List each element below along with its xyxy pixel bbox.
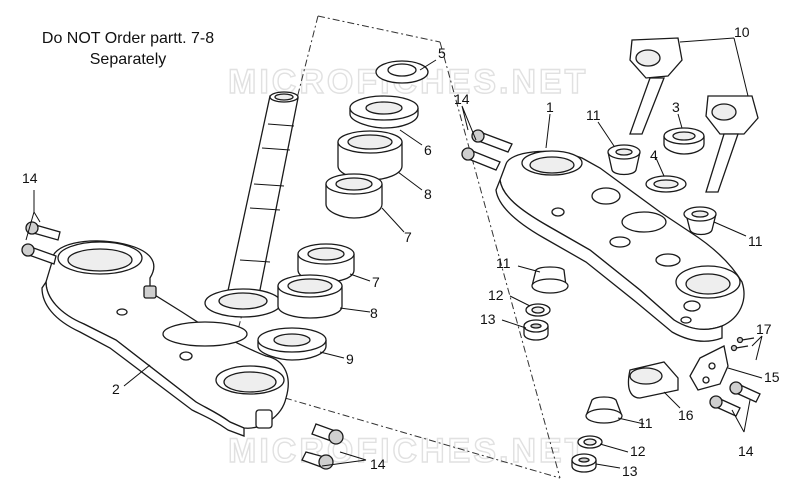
callout-11-top: 11 [586, 107, 601, 123]
callout-15: 15 [764, 369, 780, 385]
callout-14-upper: 14 [454, 91, 470, 107]
bolt-pair-left [21, 221, 61, 265]
bolt-pair-upper [461, 129, 513, 171]
handlebar-riser-lower [705, 95, 759, 193]
order-note-line2: Separately [89, 51, 167, 68]
nut-13-bottom [571, 453, 597, 473]
watermark-bottom: MICROFICHES.NET [228, 432, 588, 470]
callout-13-bottom: 13 [622, 463, 638, 479]
callout-12-bottom: 12 [630, 443, 646, 459]
callout-8-lower: 8 [370, 305, 378, 321]
ring-4 [645, 175, 687, 193]
callout-2: 2 [112, 381, 120, 397]
callout-17: 17 [756, 321, 772, 337]
rubber-mount-11-top [607, 144, 641, 176]
callout-7-lower: 7 [372, 274, 380, 290]
callout-11-right: 11 [748, 233, 763, 249]
bolt-pair-lower-right [709, 381, 761, 417]
seal-7-lower [297, 243, 355, 283]
plate-15 [689, 345, 729, 391]
callout-14-lower-right: 14 [738, 443, 754, 459]
callout-9: 9 [346, 351, 354, 367]
rubber-mount-11-mid [531, 266, 569, 294]
callout-14-bottom: 14 [370, 456, 386, 472]
washer-12-mid [525, 303, 551, 317]
assembly-line-top [317, 15, 441, 43]
nut-13-mid [523, 319, 549, 341]
callout-1: 1 [546, 99, 554, 115]
washer-12-bottom [577, 435, 603, 449]
callout-13-mid: 13 [480, 311, 496, 327]
callout-7-upper: 7 [404, 229, 412, 245]
callout-4: 4 [650, 147, 658, 163]
handlebar-riser-upper [629, 37, 683, 135]
washer-9 [257, 327, 327, 361]
upper-triple-clamp [495, 150, 745, 343]
callout-12-mid: 12 [488, 287, 504, 303]
screw-pair-17 [730, 336, 755, 352]
rubber-mount-11-right [683, 206, 717, 236]
callout-14-left: 14 [22, 170, 38, 186]
callout-11-bottom: 11 [638, 415, 653, 431]
callout-10: 10 [734, 24, 750, 40]
assembly-line-bottom [284, 397, 561, 479]
nut-5 [375, 60, 429, 84]
callout-5: 5 [438, 45, 446, 61]
order-note-line1: Do NOT Order partt. 7-8 [41, 30, 215, 47]
seal-7-upper [325, 173, 383, 219]
order-note: Do NOT Order partt. 7-8 Separately [0, 28, 256, 70]
leader-lines [25, 37, 763, 469]
washer-6 [349, 95, 419, 129]
steering-stem [162, 91, 299, 347]
callout-11-mid: 11 [496, 255, 511, 271]
callout-8-upper: 8 [424, 186, 432, 202]
callout-labels: 5 6 8 7 7 8 9 2 14 14 14 1 10 3 4 11 11 … [22, 24, 780, 479]
rubber-mount-11-bottom [585, 396, 623, 424]
callout-16: 16 [678, 407, 694, 423]
nut-3 [663, 127, 705, 155]
damper-bracket-16 [627, 361, 679, 399]
bolt-pair-bottom [301, 423, 344, 470]
assembly-line-right [439, 41, 561, 479]
bearing-8-upper [337, 130, 403, 181]
callout-3: 3 [672, 99, 680, 115]
bearing-8-lower [277, 274, 343, 319]
callout-6: 6 [424, 142, 432, 158]
